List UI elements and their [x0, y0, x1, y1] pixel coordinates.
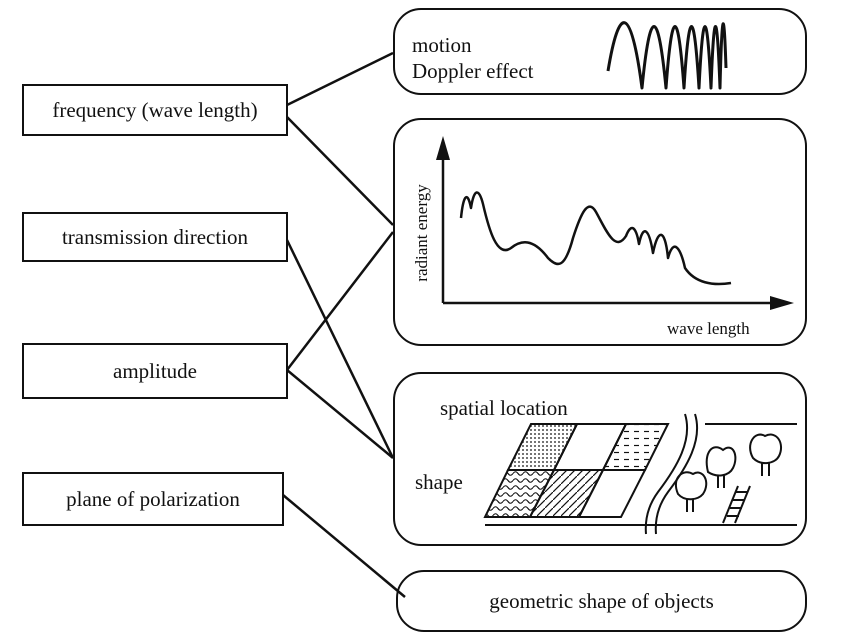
spectrum-curve [459, 191, 732, 286]
doppler-wave [606, 21, 728, 90]
spatial-location-label: spatial location [440, 396, 568, 420]
road-left-edge [644, 413, 689, 535]
connector-polarization-geometric [282, 494, 406, 598]
tree-icon [705, 446, 737, 488]
transmission-direction-box: transmission direction [22, 212, 288, 262]
tree-icon [749, 433, 783, 476]
parcel-dashed [601, 423, 670, 471]
polarization-box: plane of polarization [22, 472, 284, 526]
motion-box: motion Doppler effect [393, 8, 807, 95]
connector-frequency-motion [286, 51, 394, 107]
spectrum-plot: radiant energy wave length [412, 136, 794, 338]
doppler-wave-icon [606, 21, 728, 90]
connector-amplitude-spectrum [286, 231, 394, 371]
road-right-edge [654, 413, 699, 535]
doppler-label: Doppler effect [412, 59, 534, 83]
parcel-plain-bottom [577, 469, 647, 518]
x-axis-arrow [770, 296, 794, 310]
geometric-shape-label: geometric shape of objects [489, 588, 714, 613]
spectrum-box: radiant energy wave length [393, 118, 807, 346]
spatial-box: spatial location shape [393, 372, 807, 546]
parcel-dotted [506, 423, 579, 471]
connector-amplitude-spatial [286, 369, 394, 459]
connector-frequency-spectrum [286, 116, 394, 226]
amplitude-box: amplitude [22, 343, 288, 399]
geometric-shape-box: geometric shape of objects [396, 570, 807, 632]
spatial-illustration [483, 413, 797, 535]
railroad-icon [722, 485, 751, 524]
motion-label: motion [412, 33, 472, 57]
y-axis-label: radiant energy [412, 184, 431, 282]
y-axis-arrow [436, 136, 450, 160]
x-axis-label: wave length [667, 319, 750, 338]
connector-transmission-spatial [285, 239, 395, 459]
transmission-direction-label: transmission direction [61, 224, 249, 249]
tree-icon [674, 471, 708, 512]
frequency-box: frequency (wave length) [22, 84, 288, 136]
frequency-label: frequency (wave length) [52, 97, 258, 122]
polarization-label: plane of polarization [66, 486, 240, 511]
amplitude-label: amplitude [113, 358, 197, 383]
shape-label: shape [415, 470, 463, 494]
